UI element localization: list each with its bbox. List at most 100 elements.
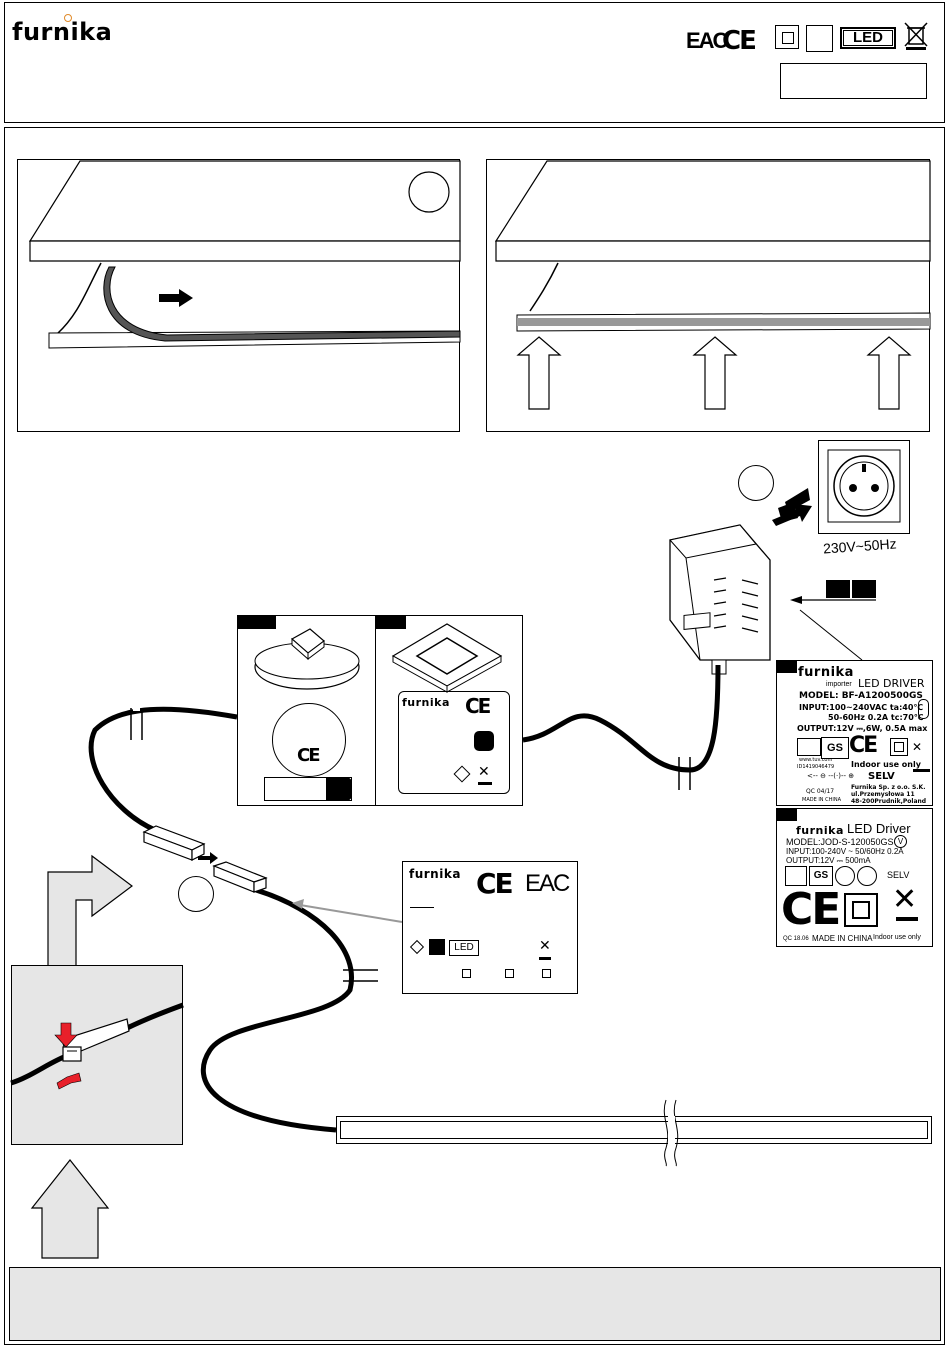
switch-label-dark-box: [474, 731, 494, 751]
furnika-logo: furnika: [12, 18, 113, 46]
driver-label-1-class-ii-icon: [890, 738, 908, 756]
driver-label-2-indoor: Indoor use only: [873, 934, 921, 941]
driver-label-2-bar: [896, 917, 918, 921]
up-arrow-top: [47, 854, 133, 969]
driver-label-2-class-ii-icon: [844, 893, 878, 927]
driver-label-1-switch-icon: [918, 699, 929, 719]
led-strip-bar: [336, 1116, 932, 1144]
switch-divider: [375, 615, 376, 806]
main-frame: [4, 127, 945, 1345]
step2-illustration: [494, 160, 931, 410]
led-mark: LED: [840, 27, 896, 49]
switch-label-weee-icon: ✕: [478, 763, 490, 779]
driver-label-1-ce-mark: CE: [849, 733, 878, 758]
switch-tag-b: [376, 616, 406, 629]
strip-label-ce: CE: [476, 867, 514, 900]
driver-label-2-made: MADE IN CHINA: [812, 934, 873, 943]
switch-round-ce: CE: [297, 745, 320, 766]
driver-label-2-input: INPUT:100-240V ~ 50/60Hz 0.2A: [786, 847, 904, 856]
driver-label-1-address3: 48-200Prudnik,Poland: [851, 798, 927, 805]
driver-label-1-tag: [777, 661, 797, 673]
touch-switch-square: [391, 623, 503, 693]
driver-label-2-ce-mark: CE: [781, 884, 841, 935]
switch-tag-a: [238, 616, 276, 629]
driver-label-1: [776, 660, 933, 806]
strip-label-weee-icon: ✕: [539, 937, 551, 953]
driver-label-2-title: LED Driver: [847, 821, 911, 836]
driver-label-1-output: OUTPUT:12V ⎓,6W, 0.5A max: [797, 724, 928, 733]
weee-bin-icon: [904, 22, 928, 50]
driver-label-1-address1: Furnika Sp. z o.o. S.K.: [851, 784, 926, 791]
switch-label-ce: CE: [465, 694, 491, 718]
step-panel-1: [17, 159, 460, 432]
led-strip-inner: [340, 1121, 928, 1139]
up-arrow-bottom: [30, 1159, 110, 1259]
strip-label-bar: [539, 957, 551, 960]
plug-arrow-icon: [772, 504, 812, 526]
switch-label-logo: furnika: [402, 696, 450, 709]
driver-label-1-polarity: <-- ⊖ --(·)-- ⊕: [807, 772, 855, 780]
driver-label-2-weee-icon: ✕: [892, 883, 918, 916]
label-ref-box-b: [852, 580, 876, 598]
driver-label-1-weee-icon: ✕: [912, 740, 923, 754]
driver-label-1-address2: ul.Przemysłowa 11: [851, 791, 915, 798]
strip-label-logo: furnika: [409, 867, 461, 881]
ce-mark: CE: [722, 26, 757, 56]
strip-label: [402, 861, 578, 994]
driver-label-1-model: MODEL: BF-A1200500GS: [799, 691, 923, 701]
touch-switch-round: [254, 628, 360, 690]
socket-face: [827, 449, 901, 523]
driver-label-2-qc: QC 18.06: [783, 936, 809, 942]
driver-label-1-title: LED DRIVER: [858, 677, 925, 690]
driver-label-2-logo: furnika: [796, 824, 844, 837]
driver-label-1-freq: 50-60Hz 0.2A tc:70℃: [828, 713, 924, 722]
strip-label-led: LED: [449, 940, 479, 956]
blank-box-icon: [806, 25, 833, 52]
driver-label-1-tuv-icon: [797, 738, 821, 756]
power-adapter: [669, 488, 810, 675]
connector-male: [212, 861, 268, 893]
switch-options-box: [237, 615, 523, 806]
connect-arrow-icon: [198, 852, 218, 864]
connector-step-circle: [178, 876, 214, 912]
strip-label-dark-box: [429, 939, 445, 955]
strip-break-icon: [663, 1099, 679, 1167]
strip-label-line: [410, 907, 434, 908]
step-number-circle: [738, 465, 774, 501]
driver-label-1-qc: QC 04/17: [806, 788, 835, 795]
connector-female: [142, 825, 206, 861]
switch-bar-fill: [326, 777, 352, 801]
driver-label-2-model: MODEL:JOD-S-120050GS: [786, 837, 894, 847]
driver-label-2-tag: [777, 809, 797, 821]
logo-dot-icon: [64, 14, 72, 22]
driver-label-1-input: INPUT:100~240VAC ta:40℃: [799, 703, 924, 712]
driver-label-2-gs-icon: GS: [809, 866, 833, 886]
driver-label-2-temp-icon: [857, 866, 877, 886]
callout-arrow: [790, 596, 876, 661]
driver-label-1-logo: furnika: [798, 665, 854, 680]
driver-label-1-gs-icon: GS: [821, 737, 849, 759]
strip-label-check-2: [505, 969, 514, 978]
driver-label-2-icons-row: GS SELV: [785, 866, 925, 888]
driver-label-1-id: ID1419046479: [797, 764, 835, 770]
driver-label-1-importer: importer: [826, 681, 852, 688]
product-code-box: [780, 63, 927, 99]
switch-label: [398, 691, 510, 794]
driver-label-2-tuv-icon: [785, 866, 807, 886]
zoom-inset: [11, 965, 183, 1145]
strip-label-check-1: [462, 969, 471, 978]
strip-label-eac: EAC: [525, 870, 570, 897]
eac-mark: EAC: [686, 28, 728, 53]
driver-label-1-www: www.tuv.com: [799, 757, 833, 763]
strip-label-check-3: [542, 969, 551, 978]
step1-illustration: [28, 160, 461, 349]
step-panel-2: [486, 159, 930, 432]
driver-label-2-v-icon: V: [894, 835, 907, 848]
driver-label-2-output: OUTPUT:12V ⎓ 500mA: [786, 856, 871, 865]
driver-label-1-bar: [913, 769, 930, 772]
label-ref-box-a: [826, 580, 850, 598]
zoom-inset-illustration: [10, 1002, 184, 1090]
switch-label-bar: [478, 782, 492, 785]
class-ii-icon: [775, 25, 799, 49]
